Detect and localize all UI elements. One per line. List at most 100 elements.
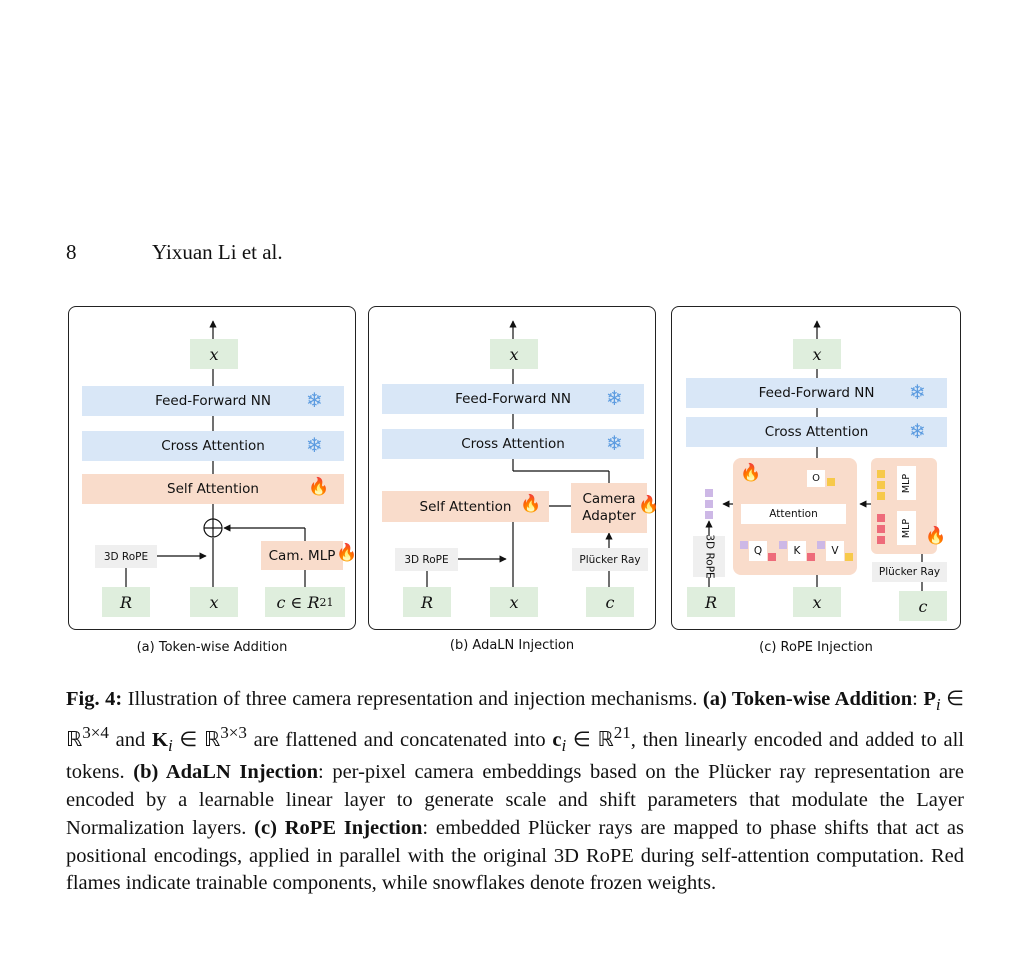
panel-b-input-r: R [403,587,451,617]
caption-text: ∈ ℝ [66,688,965,751]
caption-text: : [912,688,924,710]
panel-c-camera-token [877,470,885,478]
caption-text: : embedded Plücker rays are mapped to ph… [66,816,964,895]
flame-icon: 🔥 [336,543,358,563]
panel-a-3d-rope-block: 3D RoPE [95,545,157,568]
panel-b-input-c: c [586,587,634,617]
caption-math-superscript: 3×4 [82,722,109,742]
panel-a-self-attention-block: Self Attention [82,474,344,504]
panel-c-camera-token [877,481,885,489]
panel-a-cam-mlp-block: Cam. MLP [261,541,343,570]
page-number: 8 [66,240,77,264]
caption-intro: Illustration of three camera representat… [122,688,703,710]
panel-b-plucker-ray-block: Plücker Ray [572,548,648,571]
panel-b-camera-adapter-line-1: Camera [582,491,636,507]
panel-b-input-x: x [490,587,538,617]
panel-a-input-c-label: c ∈ R [276,592,320,612]
panel-c-plucker-ray-block: Plücker Ray [872,562,947,582]
caption-math-k: K [151,728,168,751]
panel-c-token-square [827,478,835,486]
caption-text: : per-pixel camera embeddings based on t… [66,761,964,839]
panel-c-cross-attention-block: Cross Attention [686,417,947,447]
panel-c-o-projection: O [807,470,825,487]
panel-c-mlp-top-block: MLP [897,466,916,500]
panel-b-output-x: x [490,339,538,369]
panel-a-input-c-dimension: 21 [319,595,334,609]
caption-text: and [108,728,152,751]
panel-c-3d-rope-line-2: RoPE [703,552,716,579]
panel-c-output-x: x [793,339,841,369]
flame-icon: 🔥 [740,463,762,483]
caption-text: ∈ ℝ [172,728,221,751]
panel-c-3d-rope-line-1: 3D [703,534,716,550]
panel-b-cross-attention-block: Cross Attention [382,429,644,459]
panel-a-caption: (a) Token-wise Addition [136,640,288,655]
panel-c-rope-token [705,489,713,497]
caption-math-c: c [552,728,562,751]
caption-a-label: (a) Token-wise Addition [702,688,913,710]
panel-c-input-c: c [899,591,947,621]
panel-c-rope-token [705,511,713,519]
caption-math-subscript: i [935,695,941,715]
panel-c-mlp-bottom-block: MLP [897,511,916,545]
caption-math-p: P [923,688,936,710]
panel-c-token-square [740,541,748,549]
panel-a-input-x: x [190,587,238,617]
flame-icon: 🔥 [520,494,542,514]
caption-c-label: (c) RoPE Injection [254,816,423,839]
flame-icon: 🔥 [925,526,947,546]
caption-text: , then linearly encoded and added to all… [66,728,965,784]
panel-b-3d-rope-block: 3D RoPE [395,548,458,571]
panel-c-mlp-bottom-label: MLP [901,518,912,538]
panel-b-self-attention-block: Self Attention [382,491,549,522]
caption-math-subscript: i [561,735,567,755]
panel-b-self-attention-label: Self Attention [419,498,512,515]
panel-a-cross-attention-block: Cross Attention [82,431,344,461]
panel-c-mlp-top-label: MLP [901,473,912,493]
panel-c-token-square [845,553,853,561]
flame-icon: 🔥 [308,477,330,497]
panel-c-q-block: Q [749,541,767,561]
panel-b-caption: (b) AdaLN Injection [449,638,575,653]
panel-a-input-r: R [102,587,150,617]
snowflake-icon: ❄ [606,431,623,455]
panel-adaln-injection [368,306,656,630]
panel-c-3d-rope-block: 3D RoPE [693,534,725,579]
caption-math-subscript: i [167,735,173,755]
caption-math-superscript: 3×3 [220,722,247,742]
panel-a-output-x: x [190,339,238,369]
panel-c-token-square [779,541,787,549]
snowflake-icon: ❄ [306,433,323,457]
caption-text: ∈ ℝ [566,728,614,751]
snowflake-icon: ❄ [606,386,623,410]
snowflake-icon: ❄ [306,388,323,412]
caption-b-label: (b) AdaLN Injection [133,761,318,784]
panel-c-token-square [807,553,815,561]
panel-c-rope-token [705,500,713,508]
snowflake-icon: ❄ [909,419,926,443]
panel-c-camera-token [877,492,885,500]
figure-caption: Fig. 4: Illustration of three camera rep… [66,686,964,898]
panel-c-attention-block: Attention [741,504,846,524]
panel-c-camera-token [877,514,885,522]
panel-c-token-square [768,553,776,561]
snowflake-icon: ❄ [909,380,926,404]
panel-c-caption: (c) RoPE Injection [759,640,873,655]
panel-c-v-block: V [826,541,844,561]
panel-b-feed-forward-block: Feed-Forward NN [382,384,644,414]
running-authors: Yixuan Li et al. [152,240,283,264]
caption-fig-label: Fig. 4: [66,688,123,710]
panel-b-camera-adapter-line-2: Adapter [582,508,636,524]
panel-a-feed-forward-block: Feed-Forward NN [82,386,344,416]
panel-c-feed-forward-block: Feed-Forward NN [686,378,947,408]
panel-c-input-r: R [687,587,735,617]
panel-c-k-block: K [788,541,806,561]
panel-rope-injection [671,306,961,630]
panel-token-wise-addition [68,306,356,630]
caption-text: are flattened and concatenated into [246,728,553,751]
caption-math-superscript: 21 [613,722,631,742]
flame-icon: 🔥 [638,495,660,515]
panel-c-camera-token [877,525,885,533]
